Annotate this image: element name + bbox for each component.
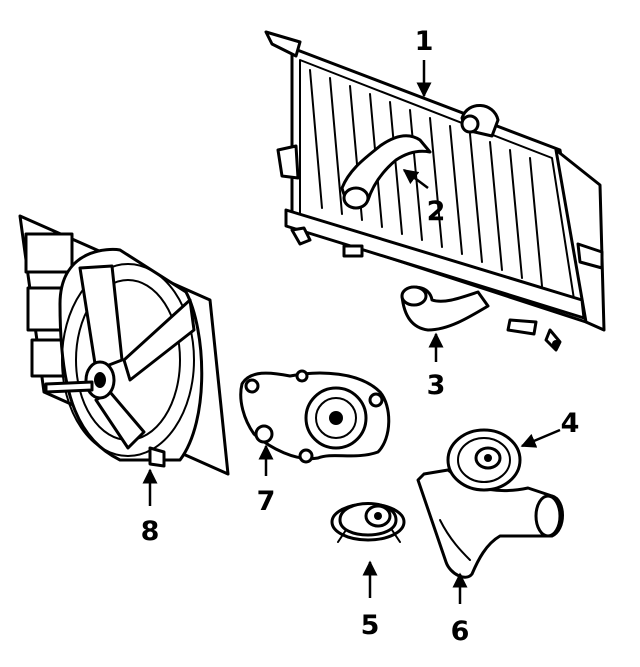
callout-7: 7 [257, 486, 276, 517]
callout-4: 4 [561, 408, 580, 439]
callout-5: 5 [361, 610, 380, 641]
callout-6: 6 [451, 616, 470, 647]
cooling-fan-assembly [18, 214, 230, 476]
callout-1: 1 [415, 26, 434, 57]
lower-radiator-hose [400, 285, 490, 332]
radiator-cap [446, 428, 522, 492]
leader-lines [142, 60, 561, 604]
callout-3: 3 [427, 370, 446, 401]
radiator [264, 30, 606, 352]
callout-8: 8 [141, 516, 160, 547]
upper-radiator-hose [340, 134, 432, 210]
thermostat [330, 502, 406, 543]
water-pump [239, 369, 391, 464]
callout-2: 2 [427, 196, 446, 227]
